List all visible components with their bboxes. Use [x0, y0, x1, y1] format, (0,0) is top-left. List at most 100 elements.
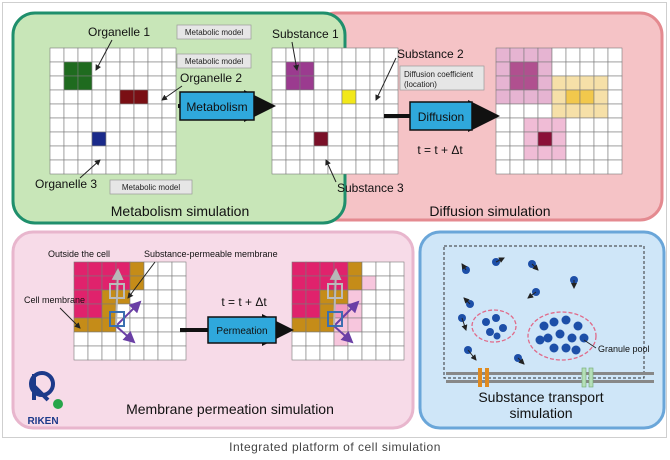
grid-cell — [375, 275, 391, 291]
grid-cell — [143, 289, 159, 305]
grid-cell — [383, 89, 399, 105]
grid-cell — [607, 117, 623, 133]
grid-cell — [305, 345, 321, 361]
grid-cell — [285, 75, 301, 91]
grid-cell — [355, 61, 371, 77]
grid-cell — [133, 75, 149, 91]
grid-cell — [593, 103, 609, 119]
grid-cell — [129, 317, 145, 333]
grid-cell — [157, 317, 173, 333]
molecule-motion-arrow — [527, 291, 537, 299]
grid-cell — [87, 303, 103, 319]
grid-cell — [369, 61, 385, 77]
grid-cell — [579, 131, 595, 147]
granule-pool-label: Granule pool — [598, 344, 650, 354]
cell-membrane-label: Cell membrane — [24, 295, 85, 305]
grid-cell — [509, 75, 525, 91]
grid-cell — [579, 89, 595, 105]
svg-text:Permeation: Permeation — [216, 326, 267, 337]
grid-cell — [119, 47, 135, 63]
grid-cell — [537, 89, 553, 105]
grid-cell — [361, 275, 377, 291]
grid-cell — [313, 159, 329, 175]
molecule-motion-arrow — [495, 257, 505, 263]
grid-cell — [49, 89, 65, 105]
grid-cell — [523, 89, 539, 105]
grid-cell — [313, 61, 329, 77]
grid-cell — [87, 317, 103, 333]
grid-cell — [299, 75, 315, 91]
grid-cell — [299, 117, 315, 133]
grid-cell — [607, 61, 623, 77]
grid-cell — [73, 331, 89, 347]
cell-membrane-pointer — [59, 307, 81, 329]
grid-cell — [271, 47, 287, 63]
diffusion-time-step: t = t + Δt — [417, 143, 463, 157]
grid-cell — [171, 289, 187, 305]
grid-cell — [327, 159, 343, 175]
grid-cell — [495, 159, 511, 175]
grid-cell — [565, 89, 581, 105]
grid-cell — [143, 275, 159, 291]
grid-cell — [285, 117, 301, 133]
molecule-motion-arrow — [461, 317, 468, 331]
grid-cell — [579, 145, 595, 161]
grid-cell — [143, 317, 159, 333]
grid-cell — [105, 131, 121, 147]
grid-cell — [347, 345, 363, 361]
grid-cell — [161, 117, 177, 133]
grid-cell — [509, 47, 525, 63]
granule — [571, 345, 581, 355]
grid-cell — [509, 145, 525, 161]
grid-cell — [49, 103, 65, 119]
grid-cell — [537, 75, 553, 91]
grid-cell — [495, 117, 511, 133]
grid-cell — [565, 47, 581, 63]
grid-cell — [133, 131, 149, 147]
grid-cell — [389, 317, 405, 333]
grid-cell — [341, 75, 357, 91]
svg-text:RIKEN: RIKEN — [27, 416, 58, 427]
grid-cell — [285, 103, 301, 119]
grid-cell — [77, 61, 93, 77]
grid-cell — [147, 145, 163, 161]
grid-cell — [87, 345, 103, 361]
grid-cell — [579, 117, 595, 133]
substance-1-label: Substance 1 — [272, 27, 339, 41]
metabolic-model-tag-2: Metabolic model — [176, 53, 252, 69]
svg-text:Metabolism: Metabolism — [186, 100, 247, 114]
organelle-3-label: Organelle 3 — [35, 177, 97, 191]
granule — [579, 333, 589, 343]
grid-cell — [271, 117, 287, 133]
granule-pool-pointer — [583, 339, 597, 349]
grid-cell — [551, 145, 567, 161]
grid-cell — [271, 75, 287, 91]
grid-cell — [133, 61, 149, 77]
grid-cell — [161, 145, 177, 161]
grid-cell — [607, 145, 623, 161]
grid-cell — [133, 159, 149, 175]
grid-cell — [119, 61, 135, 77]
grid-cell — [389, 289, 405, 305]
grid-cell — [73, 275, 89, 291]
grid-cell — [91, 131, 107, 147]
grid-cell — [551, 159, 567, 175]
grid-cell — [509, 159, 525, 175]
grid-cell — [271, 89, 287, 105]
grid-cell — [271, 131, 287, 147]
grid-cell — [63, 89, 79, 105]
grid-cell — [147, 61, 163, 77]
grid-cell — [537, 61, 553, 77]
grid-cell — [523, 145, 539, 161]
grid-cell — [119, 89, 135, 105]
grid-cell — [537, 145, 553, 161]
grid-cell — [77, 75, 93, 91]
grid-cell — [355, 47, 371, 63]
grid-cell — [91, 159, 107, 175]
grid-cell — [91, 103, 107, 119]
permeation-process-box: Permeation — [207, 316, 277, 344]
grid-cell — [49, 117, 65, 133]
grid-cell — [565, 131, 581, 147]
grid-cell — [305, 275, 321, 291]
grid-cell — [341, 145, 357, 161]
